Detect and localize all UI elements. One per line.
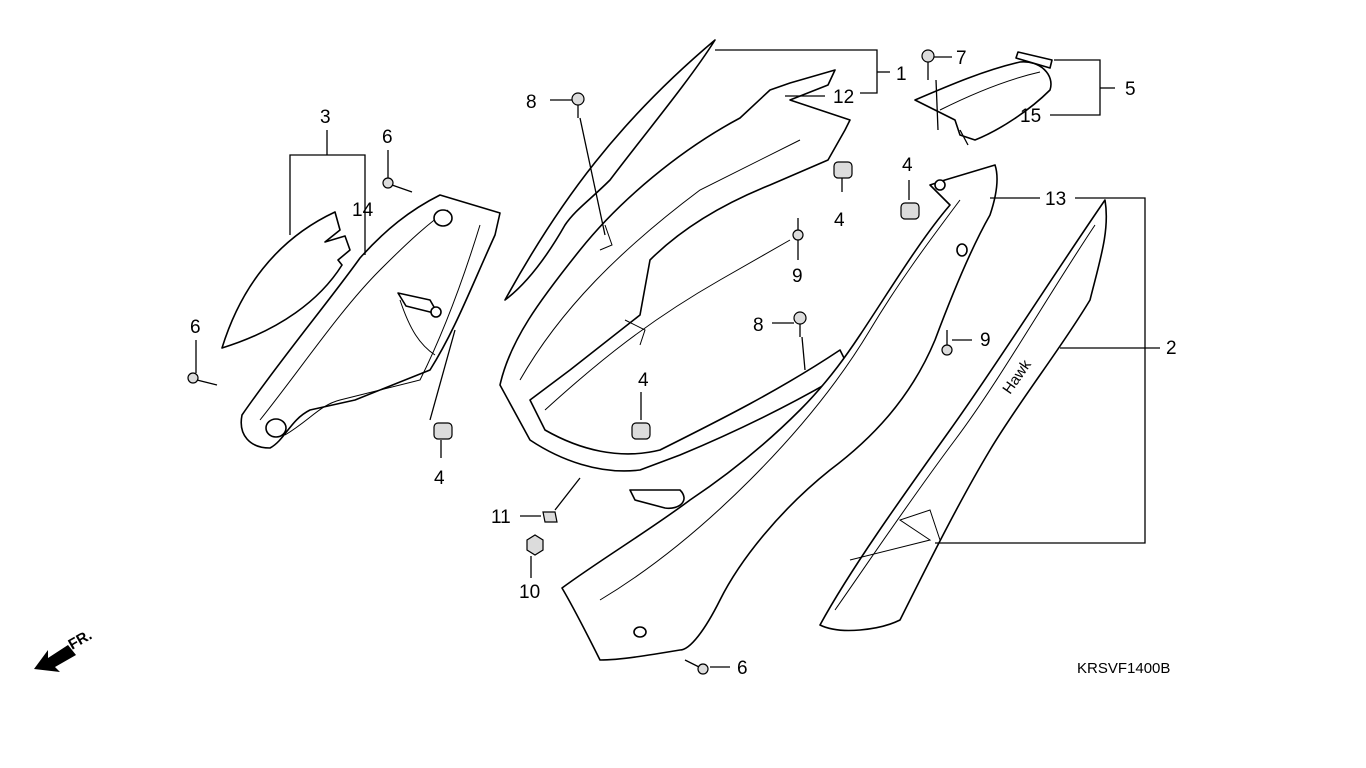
- callout-10: 10: [519, 582, 540, 603]
- rear-trim: [914, 51, 1053, 141]
- callout-4-c: 4: [902, 155, 913, 176]
- screw-8-b: [793, 311, 807, 337]
- callout-9-a: 9: [792, 266, 803, 287]
- fasteners: [187, 49, 953, 675]
- left-side-cover: [221, 194, 501, 449]
- front-direction-arrow: FR.: [34, 627, 95, 672]
- body-cover: [499, 39, 998, 661]
- callout-1: 1: [896, 64, 907, 85]
- callout-6-b: 6: [190, 317, 201, 338]
- diagram-code: KRSVF1400B: [1077, 660, 1170, 677]
- screw-6-a: [382, 177, 413, 193]
- screw-9-a: [792, 218, 804, 241]
- nut-10: [526, 534, 544, 556]
- callout-11: 11: [491, 507, 511, 528]
- callout-5: 5: [1125, 79, 1136, 100]
- callout-8-b: 8: [753, 315, 764, 336]
- callout-3: 3: [320, 107, 331, 128]
- callout-14: 14: [352, 200, 374, 221]
- grommet-4-b: [833, 161, 853, 179]
- callout-4-b: 4: [834, 210, 845, 231]
- callouts: 1 2 3 4 4 4 4 5 6 6 6 7 8 8 9 9 10 11 12…: [190, 48, 1177, 679]
- callout-2: 2: [1166, 338, 1177, 359]
- callout-9-b: 9: [980, 330, 991, 351]
- callout-8-a: 8: [526, 92, 537, 113]
- callout-6-a: 6: [382, 127, 393, 148]
- grommet-4-a: [433, 422, 453, 440]
- callout-6-c: 6: [737, 658, 748, 679]
- callout-15: 15: [1020, 106, 1041, 127]
- screw-6-c: [684, 659, 709, 675]
- stripe-decal: Hawk: [819, 199, 1108, 632]
- screw-7: [921, 49, 935, 80]
- callout-4-a: 4: [434, 468, 445, 489]
- screw-8-a: [571, 92, 585, 118]
- callout-7: 7: [956, 48, 967, 69]
- callout-4-d: 4: [638, 370, 649, 391]
- clip-11: [542, 511, 558, 523]
- grommet-4-d: [631, 422, 651, 440]
- screw-6-b: [187, 372, 218, 386]
- grommet-4-c: [900, 202, 920, 220]
- screw-9-b: [941, 330, 953, 356]
- leader-lines: [195, 49, 1160, 668]
- callout-12: 12: [833, 87, 854, 108]
- callout-13: 13: [1045, 189, 1066, 210]
